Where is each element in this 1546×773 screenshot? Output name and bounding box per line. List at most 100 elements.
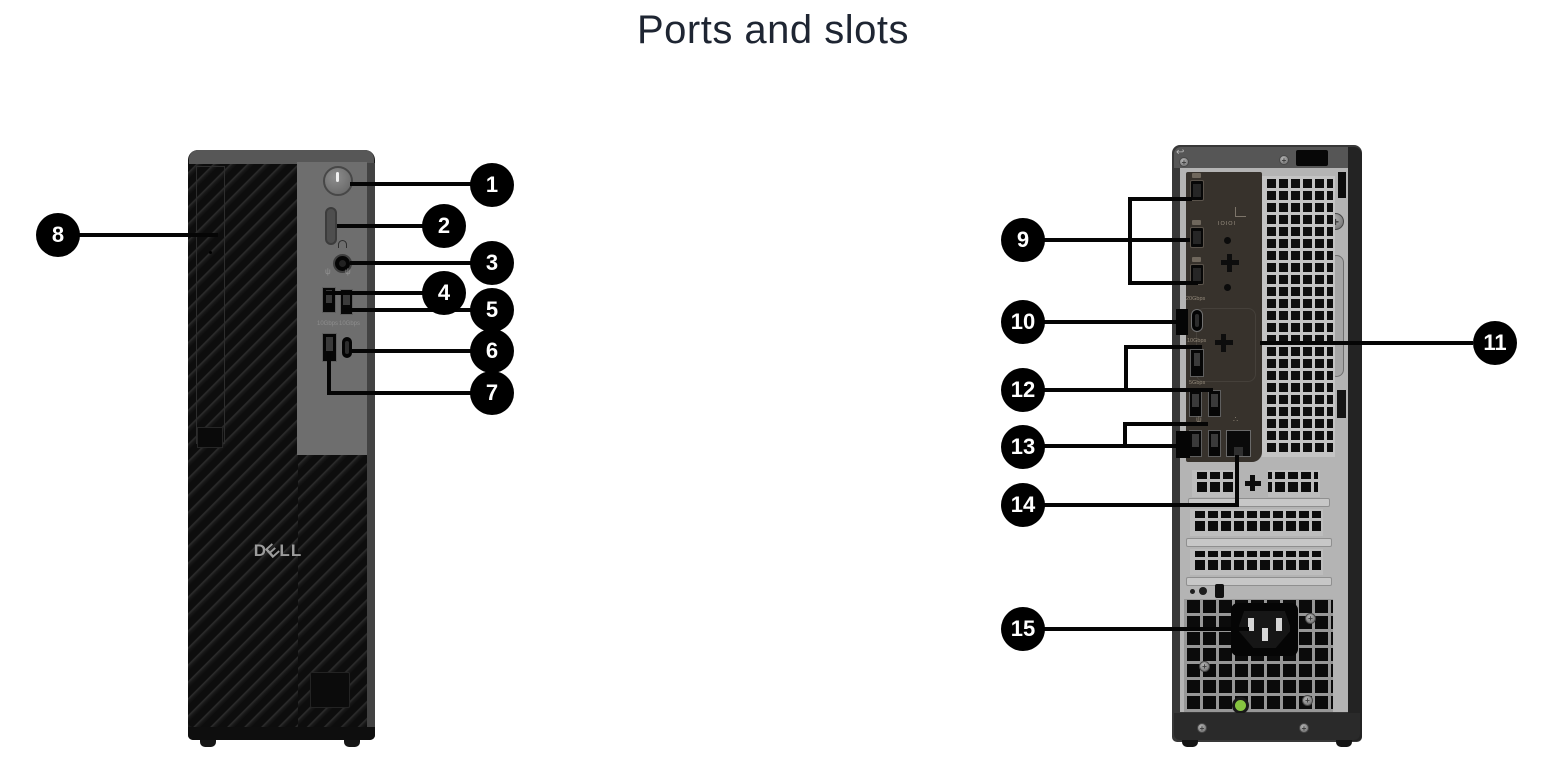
callout-line-10 (1043, 320, 1183, 324)
psu-screw-bottom-right (1302, 695, 1313, 706)
callout-6-usb-c-port: 6 (470, 329, 514, 373)
knockout-dot-top (1224, 237, 1231, 244)
base-screw-left (1197, 723, 1207, 733)
displayport-1 (1190, 180, 1204, 201)
chassis-hole-small (1190, 589, 1195, 594)
usb-c-port-front (341, 336, 353, 359)
back-top-strip (1174, 147, 1360, 168)
callout-line-11 (1260, 341, 1473, 345)
back-side-edge (1348, 147, 1362, 741)
front-base-strip (188, 727, 375, 740)
callout-2-sd-card-slot: 2 (422, 204, 466, 248)
page-title: Ports and slots (636, 8, 910, 52)
usb-a-port-back-10g (1190, 349, 1204, 377)
callout-10-usb-c-port: 10 (1001, 300, 1045, 344)
callout-line-10-end (1176, 309, 1188, 335)
optical-drive-door (196, 166, 225, 444)
ethernet-port (1226, 430, 1251, 457)
callout-12-usb-ports: 12 (1001, 368, 1045, 412)
headset-icon (338, 240, 347, 248)
usb-a-speed-label: 10Gbps (1187, 338, 1207, 344)
psu-diagnostic-led (1232, 697, 1249, 714)
optional-port-seam (1196, 308, 1256, 382)
dell-logo-letter-l2: L (290, 541, 303, 560)
usb-a-port-front-3 (322, 333, 337, 362)
return-arrow-icon: ↩ (1176, 147, 1185, 158)
dell-logo: DELL (244, 539, 312, 561)
ac-prong-left (1248, 618, 1254, 631)
callout-7-usb-port: 7 (470, 371, 514, 415)
displayport-icon (1192, 220, 1201, 225)
base-screw-right (1299, 723, 1309, 733)
callout-line-15 (1043, 627, 1249, 631)
chassis-hole-large (1199, 587, 1207, 595)
knockout-dot-bottom (1224, 284, 1231, 291)
front-foot-left (200, 740, 216, 747)
psu-screw-top-right (1305, 613, 1316, 624)
usb-a-port-back-5g-1 (1189, 390, 1202, 417)
usb-c-port-back (1191, 309, 1203, 332)
displayport-2 (1190, 227, 1204, 248)
callout-line-9 (1043, 238, 1190, 242)
rear-vent-grid (1262, 176, 1335, 457)
padlock-ring-slot (1215, 584, 1224, 598)
usb-icon: ψ (325, 267, 331, 276)
service-tag-badge (310, 672, 350, 708)
screw-top-middle (1279, 155, 1289, 165)
usb-2-port-back-1 (1189, 430, 1202, 457)
callout-1-power-button: 1 (470, 163, 514, 207)
release-latch (1296, 150, 1328, 166)
usb-a-port-back-5g-2 (1208, 390, 1221, 417)
displayport-icon (1192, 257, 1201, 262)
callout-4-usb-port: 4 (422, 271, 466, 315)
front-top-strip (189, 150, 374, 164)
callout-line-7 (327, 391, 472, 395)
callout-3-audio-jack: 3 (470, 241, 514, 285)
ac-prong-center (1262, 628, 1268, 641)
callout-line-5 (344, 308, 472, 312)
usb-speed-label-front-right: 10Gbps (339, 321, 361, 327)
front-foot-right (344, 740, 360, 747)
side-slot (1337, 390, 1346, 418)
callout-line-9-bottom (1128, 281, 1198, 285)
displayport-icon (1192, 173, 1201, 178)
callout-14-ethernet-port: 14 (1001, 483, 1045, 527)
callout-line-6 (350, 349, 472, 353)
callout-line-13 (1043, 444, 1190, 448)
dell-logo-letter-l1: L (279, 541, 291, 560)
callout-11-optional-port: 11 (1473, 321, 1517, 365)
callout-line-12-top (1124, 345, 1202, 349)
callout-line-8 (78, 233, 218, 237)
callout-line-13-end (1176, 431, 1190, 458)
serial-port-label: IOIOI (1217, 221, 1237, 227)
network-icon: ∴ (1233, 415, 1239, 424)
callout-line-12 (1043, 388, 1213, 392)
dell-logo-letter-d: D (253, 541, 268, 560)
usb-speed-label-front-left: 10Gbps (317, 321, 339, 327)
back-foot-left (1182, 740, 1198, 747)
psu-screw-left (1199, 661, 1210, 672)
front-side-edge (367, 163, 375, 727)
ac-prong-right (1276, 618, 1282, 631)
callout-13-usb-ports: 13 (1001, 425, 1045, 469)
callout-line-14 (1043, 503, 1239, 507)
kensington-slot (1338, 172, 1346, 198)
optical-drive-latch (197, 427, 223, 448)
callout-line-13-vertical (1123, 422, 1127, 448)
usb-icon: ψ (1196, 415, 1202, 424)
callout-5-usb-port: 5 (470, 288, 514, 332)
callout-9-displayports: 9 (1001, 218, 1045, 262)
usb-c-speed-label: 20Gbps (1186, 296, 1206, 302)
slot-bracket-2 (1186, 538, 1332, 547)
usb-pair-speed-label: 5Gbps (1189, 380, 1206, 386)
callout-line-13-top (1123, 422, 1208, 426)
expansion-slot-vent-3 (1190, 549, 1323, 575)
expansion-slot-vent-2 (1190, 509, 1323, 536)
callout-line-2 (337, 224, 425, 228)
usb-2-port-back-2 (1208, 430, 1221, 457)
knockout-plus-slot (1250, 475, 1255, 491)
callout-line-7-vertical (327, 352, 331, 395)
power-icon (336, 172, 339, 182)
sd-card-slot (325, 207, 337, 245)
